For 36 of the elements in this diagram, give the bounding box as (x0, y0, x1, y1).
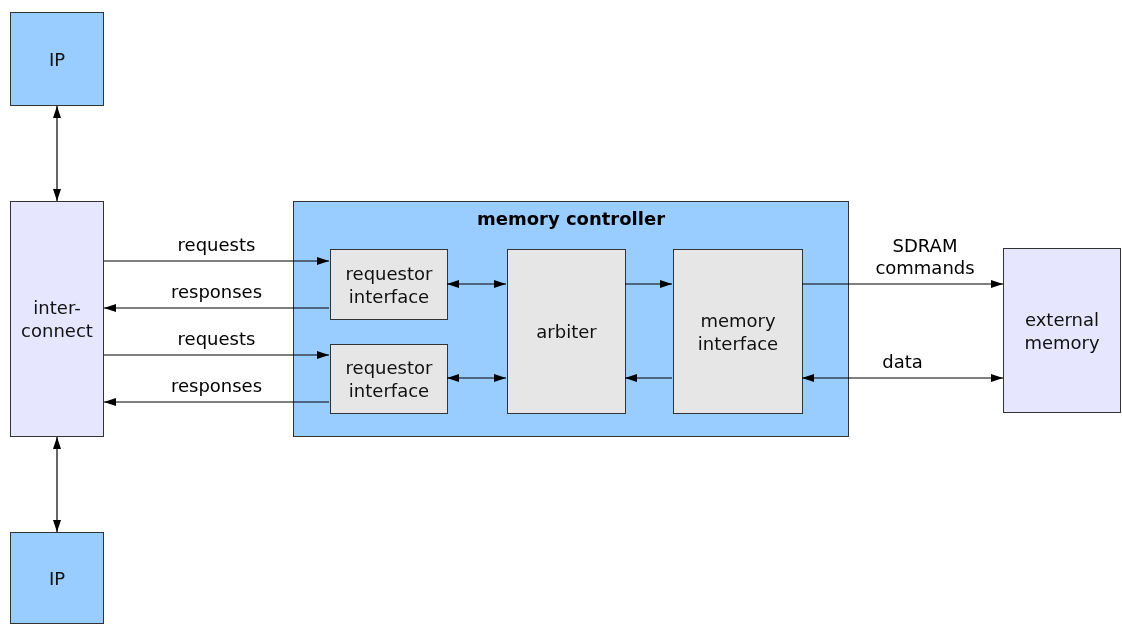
arrow (446, 280, 507, 288)
memory-interface-box (673, 249, 803, 414)
arbiter-box (507, 249, 626, 414)
heading: memory controller (475, 208, 667, 229)
arrow (801, 374, 1004, 382)
edge-label: SDRAM commands (874, 235, 976, 279)
edge-label: requests (176, 234, 257, 256)
node-label: inter- connect (20, 296, 94, 342)
node-label: requestor interface (344, 356, 434, 402)
edge-label: requests (176, 328, 257, 350)
arrow (103, 304, 330, 312)
requestor-interface-box (330, 344, 448, 414)
arrow (103, 398, 330, 406)
arrow (53, 436, 61, 533)
ip-block (10, 532, 104, 624)
interconnect-block (10, 201, 104, 437)
node-label: IP (48, 566, 66, 590)
node-label: IP (48, 47, 66, 71)
arrow (103, 257, 330, 265)
arrow (801, 280, 1004, 288)
external-memory-box (1003, 248, 1121, 413)
arrow (624, 280, 673, 288)
edge-label: data (881, 351, 924, 373)
node-label: memory interface (696, 308, 780, 355)
edge-label: responses (169, 375, 264, 397)
node-label: external memory (1023, 307, 1101, 354)
arrow (103, 351, 330, 359)
arrow (53, 105, 61, 202)
ip-block (10, 12, 104, 106)
node-label: arbiter (536, 320, 597, 343)
arrow (624, 374, 673, 382)
node-label: requestor interface (344, 261, 434, 308)
requestor-interface-box (330, 249, 448, 320)
memory-controller-box (293, 201, 849, 437)
edge-label: responses (169, 281, 264, 303)
arrow (446, 374, 507, 382)
